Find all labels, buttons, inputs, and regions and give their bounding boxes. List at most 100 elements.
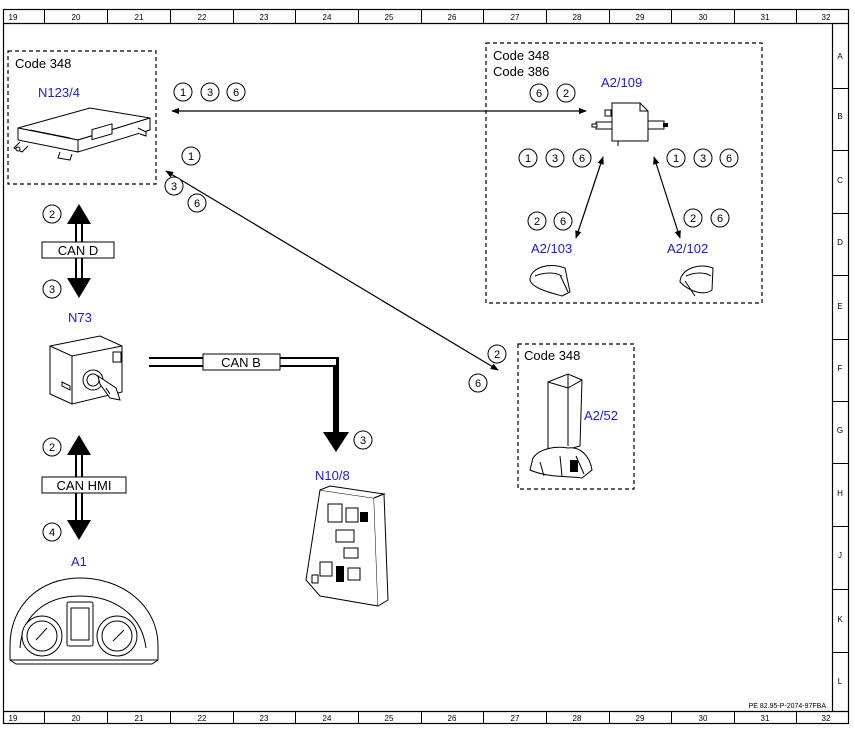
can-hmi-label: CAN HMI bbox=[57, 478, 112, 493]
label-a2-52: A2/52 bbox=[584, 408, 618, 423]
ruler-frame bbox=[2, 8, 850, 725]
ruler-col-25: 25 bbox=[385, 13, 394, 22]
n123-4-control-unit-icon bbox=[13, 107, 151, 161]
ruler-row-e: E bbox=[837, 302, 842, 311]
code-label-n123-4: Code 348 bbox=[15, 56, 71, 71]
ruler-row-f: F bbox=[838, 364, 843, 373]
link-a2-109-a2-103 bbox=[575, 156, 604, 239]
a1-instrument-cluster-icon bbox=[9, 577, 159, 665]
ruler-row-d: D bbox=[837, 238, 843, 247]
svg-text:1: 1 bbox=[673, 153, 679, 165]
ruler-row-h: H bbox=[837, 489, 843, 498]
ruler-col-21: 21 bbox=[135, 13, 144, 22]
code-box-n123-4 bbox=[7, 50, 157, 185]
link-a2-109-a2-102 bbox=[653, 156, 681, 239]
code-label-a2-52: Code 348 bbox=[524, 348, 580, 363]
ruler-col-28: 28 bbox=[573, 714, 582, 723]
ruler-col-22: 22 bbox=[198, 714, 207, 723]
can-b-label: CAN B bbox=[221, 355, 261, 370]
marker-group-n123-a2-52-bottom: 2 6 bbox=[468, 344, 507, 393]
a2-52-antenna-icon bbox=[529, 373, 593, 479]
ruler-col-21: 21 bbox=[135, 714, 144, 723]
ruler-row-a: A bbox=[837, 52, 843, 61]
label-n73: N73 bbox=[68, 310, 92, 325]
ruler-col-23: 23 bbox=[260, 13, 269, 22]
a2-103-antenna-icon bbox=[529, 265, 571, 297]
ruler-col-27: 27 bbox=[511, 13, 520, 22]
n10-8-module-icon bbox=[305, 485, 389, 607]
svg-text:6: 6 bbox=[536, 88, 542, 100]
svg-text:3: 3 bbox=[171, 181, 177, 193]
svg-text:6: 6 bbox=[194, 198, 200, 210]
svg-text:6: 6 bbox=[233, 87, 239, 99]
svg-text:1: 1 bbox=[188, 151, 194, 163]
n73-ignition-switch-icon bbox=[49, 335, 123, 405]
can-hmi-label-box bbox=[41, 476, 127, 494]
ruler-col-31: 31 bbox=[761, 714, 770, 723]
svg-text:6: 6 bbox=[560, 216, 566, 228]
marker-group-n123-a2-109-left: 1 3 6 bbox=[173, 82, 246, 102]
ruler-col-24: 24 bbox=[323, 714, 332, 723]
ruler-col-20: 20 bbox=[72, 13, 81, 22]
ruler-row-l: L bbox=[838, 677, 843, 686]
ruler-col-25: 25 bbox=[385, 714, 394, 723]
svg-text:2: 2 bbox=[690, 213, 696, 225]
ruler-row-g: G bbox=[837, 426, 843, 435]
label-n123-4: N123/4 bbox=[38, 85, 80, 100]
marker-group-a2-102-bottom: 2 6 bbox=[683, 208, 730, 228]
ruler-col-24: 24 bbox=[323, 13, 332, 22]
document-reference: PE 82.95-P-2074-97FBA bbox=[749, 703, 827, 710]
ruler-col-19: 19 bbox=[9, 13, 18, 22]
link-n123-4-a2-52 bbox=[165, 170, 499, 371]
ruler-col-23: 23 bbox=[260, 714, 269, 723]
svg-text:6: 6 bbox=[726, 153, 732, 165]
can-b-bus-line bbox=[149, 357, 349, 452]
svg-text:3: 3 bbox=[700, 153, 706, 165]
ruler-col-29: 29 bbox=[636, 13, 645, 22]
ruler-row-j: J bbox=[838, 551, 842, 560]
label-a2-103: A2/103 bbox=[531, 241, 572, 256]
marker-can-b: 3 bbox=[353, 430, 373, 450]
ruler-top-labels: 19 20 21 22 23 24 25 26 27 28 29 30 31 3… bbox=[9, 13, 831, 22]
svg-text:3: 3 bbox=[552, 153, 558, 165]
ruler-col-28: 28 bbox=[573, 13, 582, 22]
can-d-label: CAN D bbox=[58, 243, 98, 258]
svg-text:3: 3 bbox=[49, 284, 55, 296]
svg-text:2: 2 bbox=[494, 349, 500, 361]
ruler-col-26: 26 bbox=[448, 13, 457, 22]
ruler-col-31: 31 bbox=[761, 13, 770, 22]
ruler-col-30: 30 bbox=[699, 13, 708, 22]
marker-group-n123-a2-109-right: 6 2 bbox=[529, 83, 576, 103]
marker-can-hmi-lower: 4 bbox=[42, 522, 62, 542]
marker-group-n123-a2-52-top: 1 3 6 bbox=[164, 146, 207, 213]
label-a1: A1 bbox=[71, 554, 87, 569]
ruler-col-29: 29 bbox=[636, 714, 645, 723]
svg-text:1: 1 bbox=[180, 87, 186, 99]
can-b-label-box bbox=[202, 353, 281, 371]
a2-102-antenna-icon bbox=[679, 265, 714, 297]
code-label-a2-109-386: Code 386 bbox=[493, 64, 549, 79]
ruler-bottom-labels: 19 20 21 22 23 24 25 26 27 28 29 30 31 3… bbox=[9, 714, 831, 723]
can-d-label-box bbox=[41, 241, 115, 259]
svg-text:3: 3 bbox=[207, 87, 213, 99]
svg-text:6: 6 bbox=[475, 378, 481, 390]
a2-109-module-icon bbox=[591, 102, 668, 146]
marker-can-hmi-upper: 2 bbox=[42, 437, 62, 457]
code-label-a2-109-348: Code 348 bbox=[493, 48, 549, 63]
marker-can-d-lower: 3 bbox=[42, 279, 62, 299]
ruler-col-30: 30 bbox=[699, 714, 708, 723]
ruler-col-32: 32 bbox=[822, 13, 831, 22]
marker-can-d-upper: 2 bbox=[42, 204, 62, 224]
ruler-col-26: 26 bbox=[448, 714, 457, 723]
ruler-col-22: 22 bbox=[198, 13, 207, 22]
marker-group-a2-102-top: 1 3 6 bbox=[666, 148, 739, 168]
ruler-col-32: 32 bbox=[822, 714, 831, 723]
ruler-row-k: K bbox=[837, 615, 843, 624]
ruler-row-b: B bbox=[837, 112, 842, 121]
svg-text:2: 2 bbox=[49, 209, 55, 221]
svg-text:6: 6 bbox=[717, 213, 723, 225]
label-n10-8: N10/8 bbox=[315, 468, 350, 483]
svg-text:2: 2 bbox=[534, 216, 540, 228]
ruler-row-c: C bbox=[837, 176, 843, 185]
